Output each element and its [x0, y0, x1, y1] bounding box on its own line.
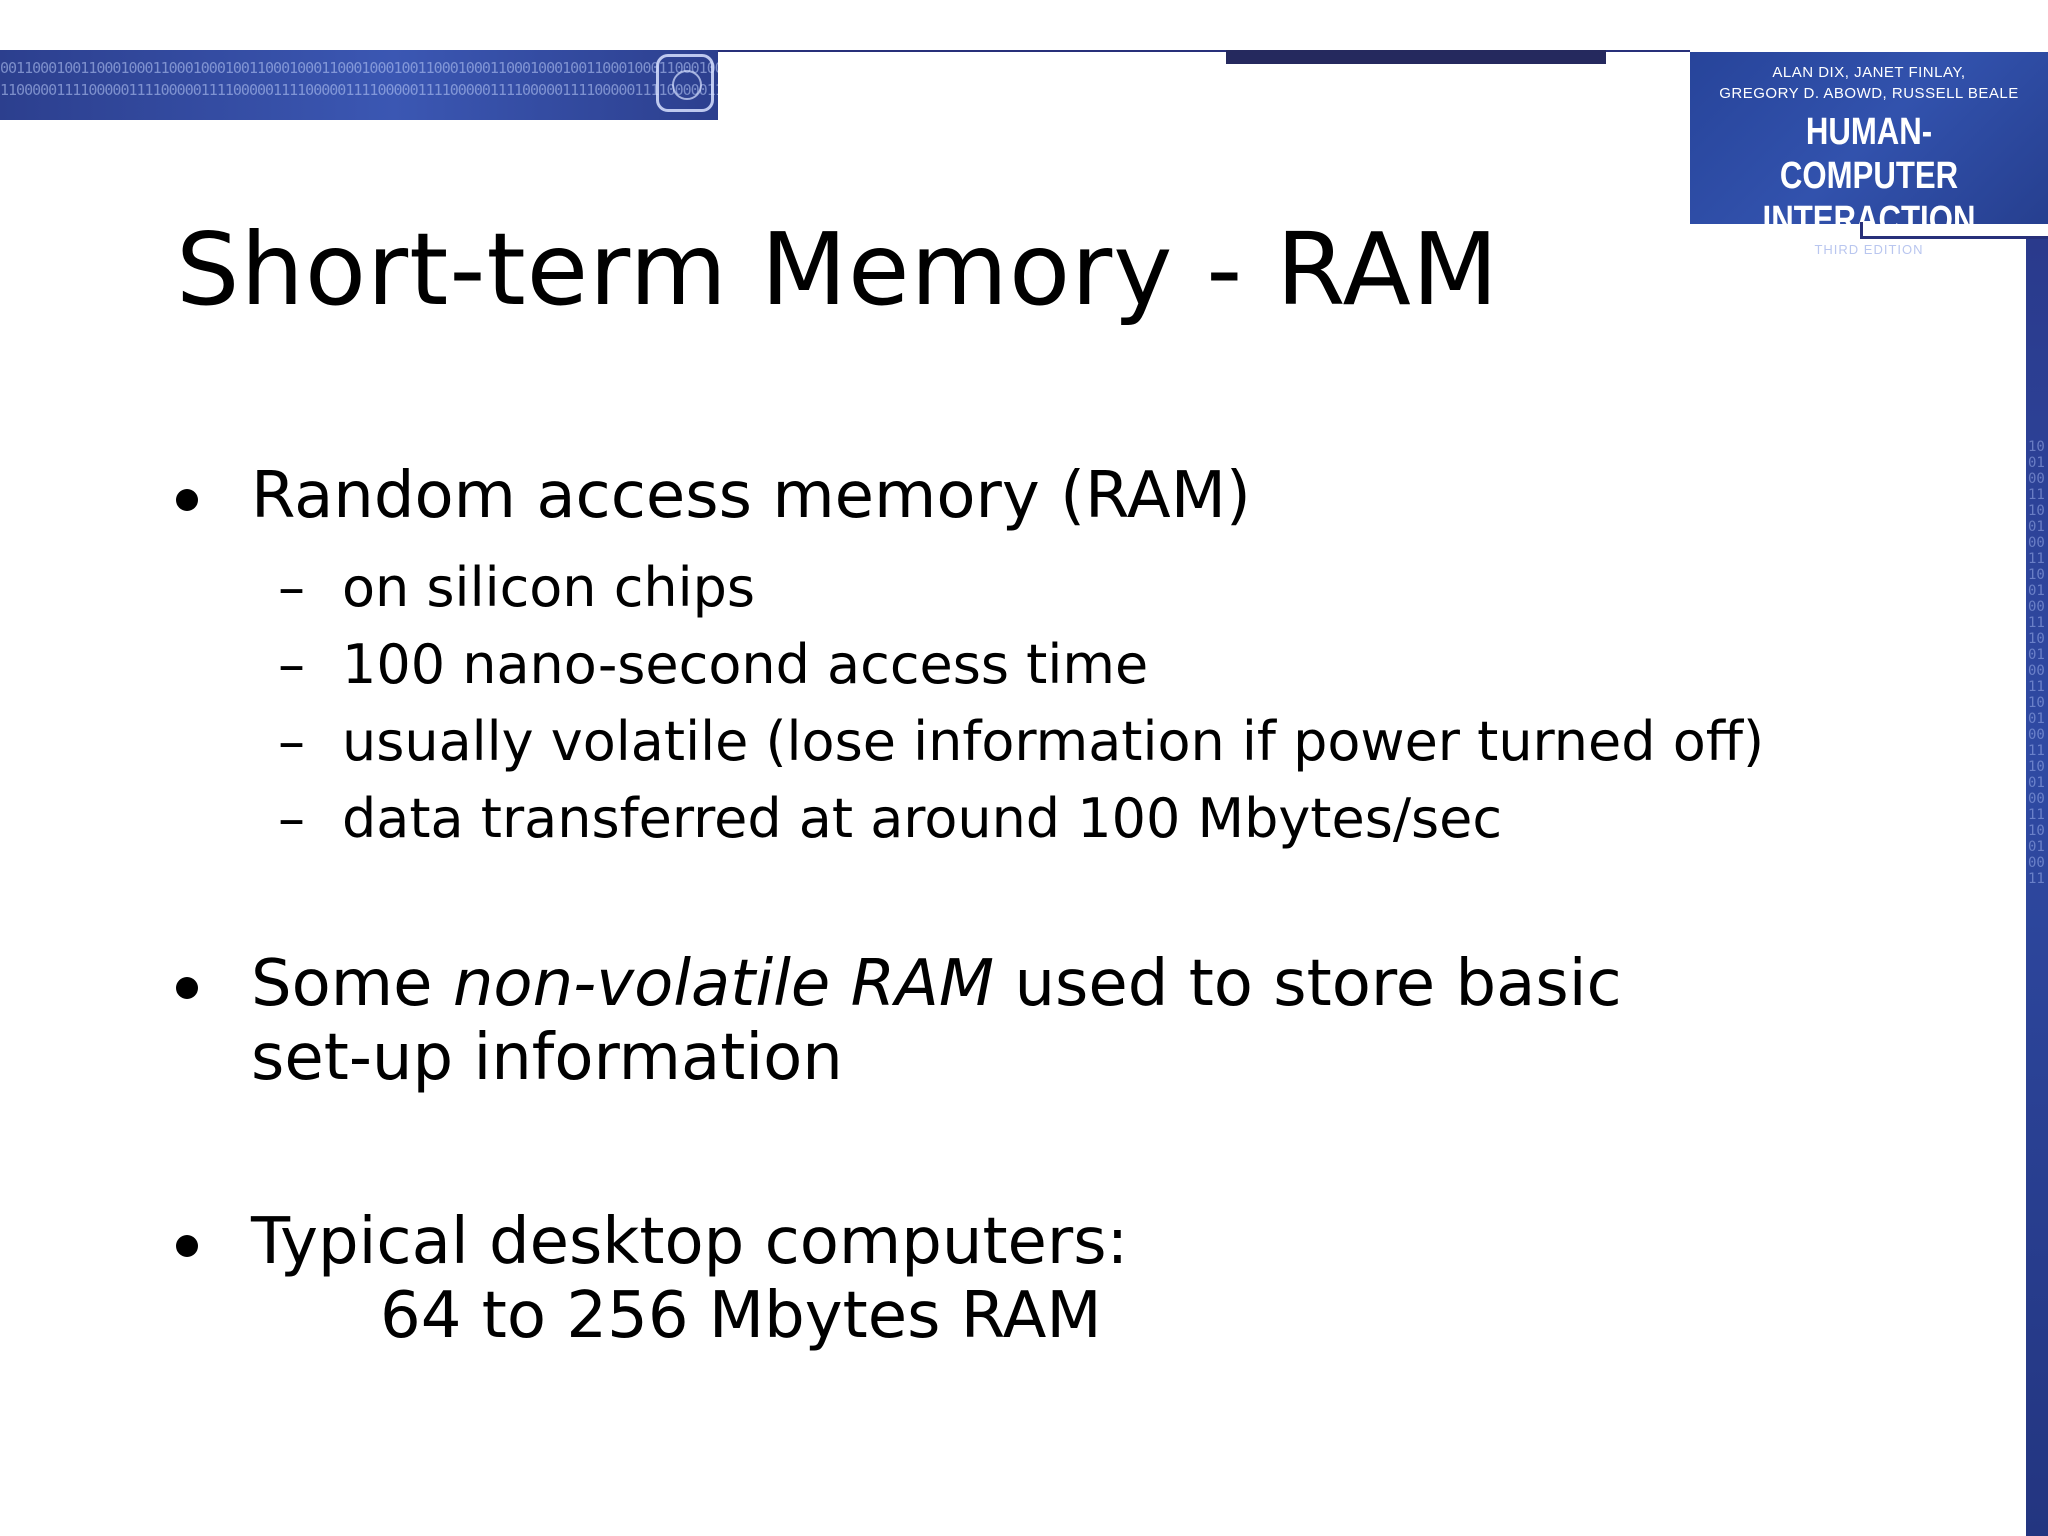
right-edge-strip: 1001001110010011100100111001001110010011… [2026, 239, 2048, 1536]
dash-marker: – [278, 633, 305, 696]
book-title: HUMAN-COMPUTER INTERACTION [1722, 110, 2016, 242]
bullet-text: Random access memory (RAM) [251, 459, 1251, 533]
corner-rule [1860, 222, 1863, 238]
dash-marker: – [278, 556, 305, 619]
bullet-dot-icon [176, 489, 198, 511]
bullet-text-continuation: set-up information [251, 1021, 843, 1095]
corner-rule [1860, 236, 2048, 239]
sub-bullet-text: data transferred at around 100 Mbytes/se… [342, 787, 1503, 850]
header-bar [1226, 50, 1606, 64]
bullet-text: Typical desktop computers: [251, 1205, 1129, 1279]
binary-pattern: 1100000111100000111100000111100000111100… [0, 81, 718, 99]
bullet-text-continuation: 64 to 256 Mbytes RAM [380, 1279, 1102, 1353]
book-authors: ALAN DIX, JANET FINLAY, GREGORY D. ABOWD… [1690, 62, 2048, 104]
book-authors-line2: GREGORY D. ABOWD, RUSSELL BEALE [1719, 85, 2019, 102]
bullet-text-trail: used to store basic [994, 947, 1622, 1021]
dash-marker: – [278, 710, 305, 773]
book-authors-line1: ALAN DIX, JANET FINLAY, [1772, 64, 1966, 81]
bullet-text-emphasis: non-volatile RAM [452, 947, 995, 1021]
bullet-dot-icon [176, 1235, 198, 1257]
bullet-text-lead: Some [251, 947, 453, 1021]
book-title-line2: INTERACTION [1762, 199, 1976, 241]
book-cover-logo: ALAN DIX, JANET FINLAY, GREGORY D. ABOWD… [1690, 52, 2048, 257]
binary-pattern: 1001001110010011100100111001001110010011… [2028, 439, 2045, 887]
dash-marker: – [278, 787, 305, 850]
header-rule [718, 50, 1690, 52]
binary-header-banner: 0011000100110001000110001000100110001000… [0, 50, 718, 120]
bullet-dot-icon [176, 977, 198, 999]
sub-bullet-text: 100 nano-second access time [342, 633, 1149, 696]
sub-bullet-text: on silicon chips [342, 556, 756, 619]
book-title-line1: HUMAN-COMPUTER [1779, 111, 1959, 197]
binary-pattern: 0011000100110001000110001000100110001000… [0, 59, 718, 77]
sub-bullet-text: usually volatile (lose information if po… [342, 710, 1765, 773]
bullet-text: Some non-volatile RAM used to store basi… [251, 946, 1622, 1022]
book-edition: THIRD EDITION [1814, 242, 1924, 257]
chip-emblem-icon [656, 54, 714, 112]
slide-title: Short-term Memory - RAM [176, 211, 1500, 328]
